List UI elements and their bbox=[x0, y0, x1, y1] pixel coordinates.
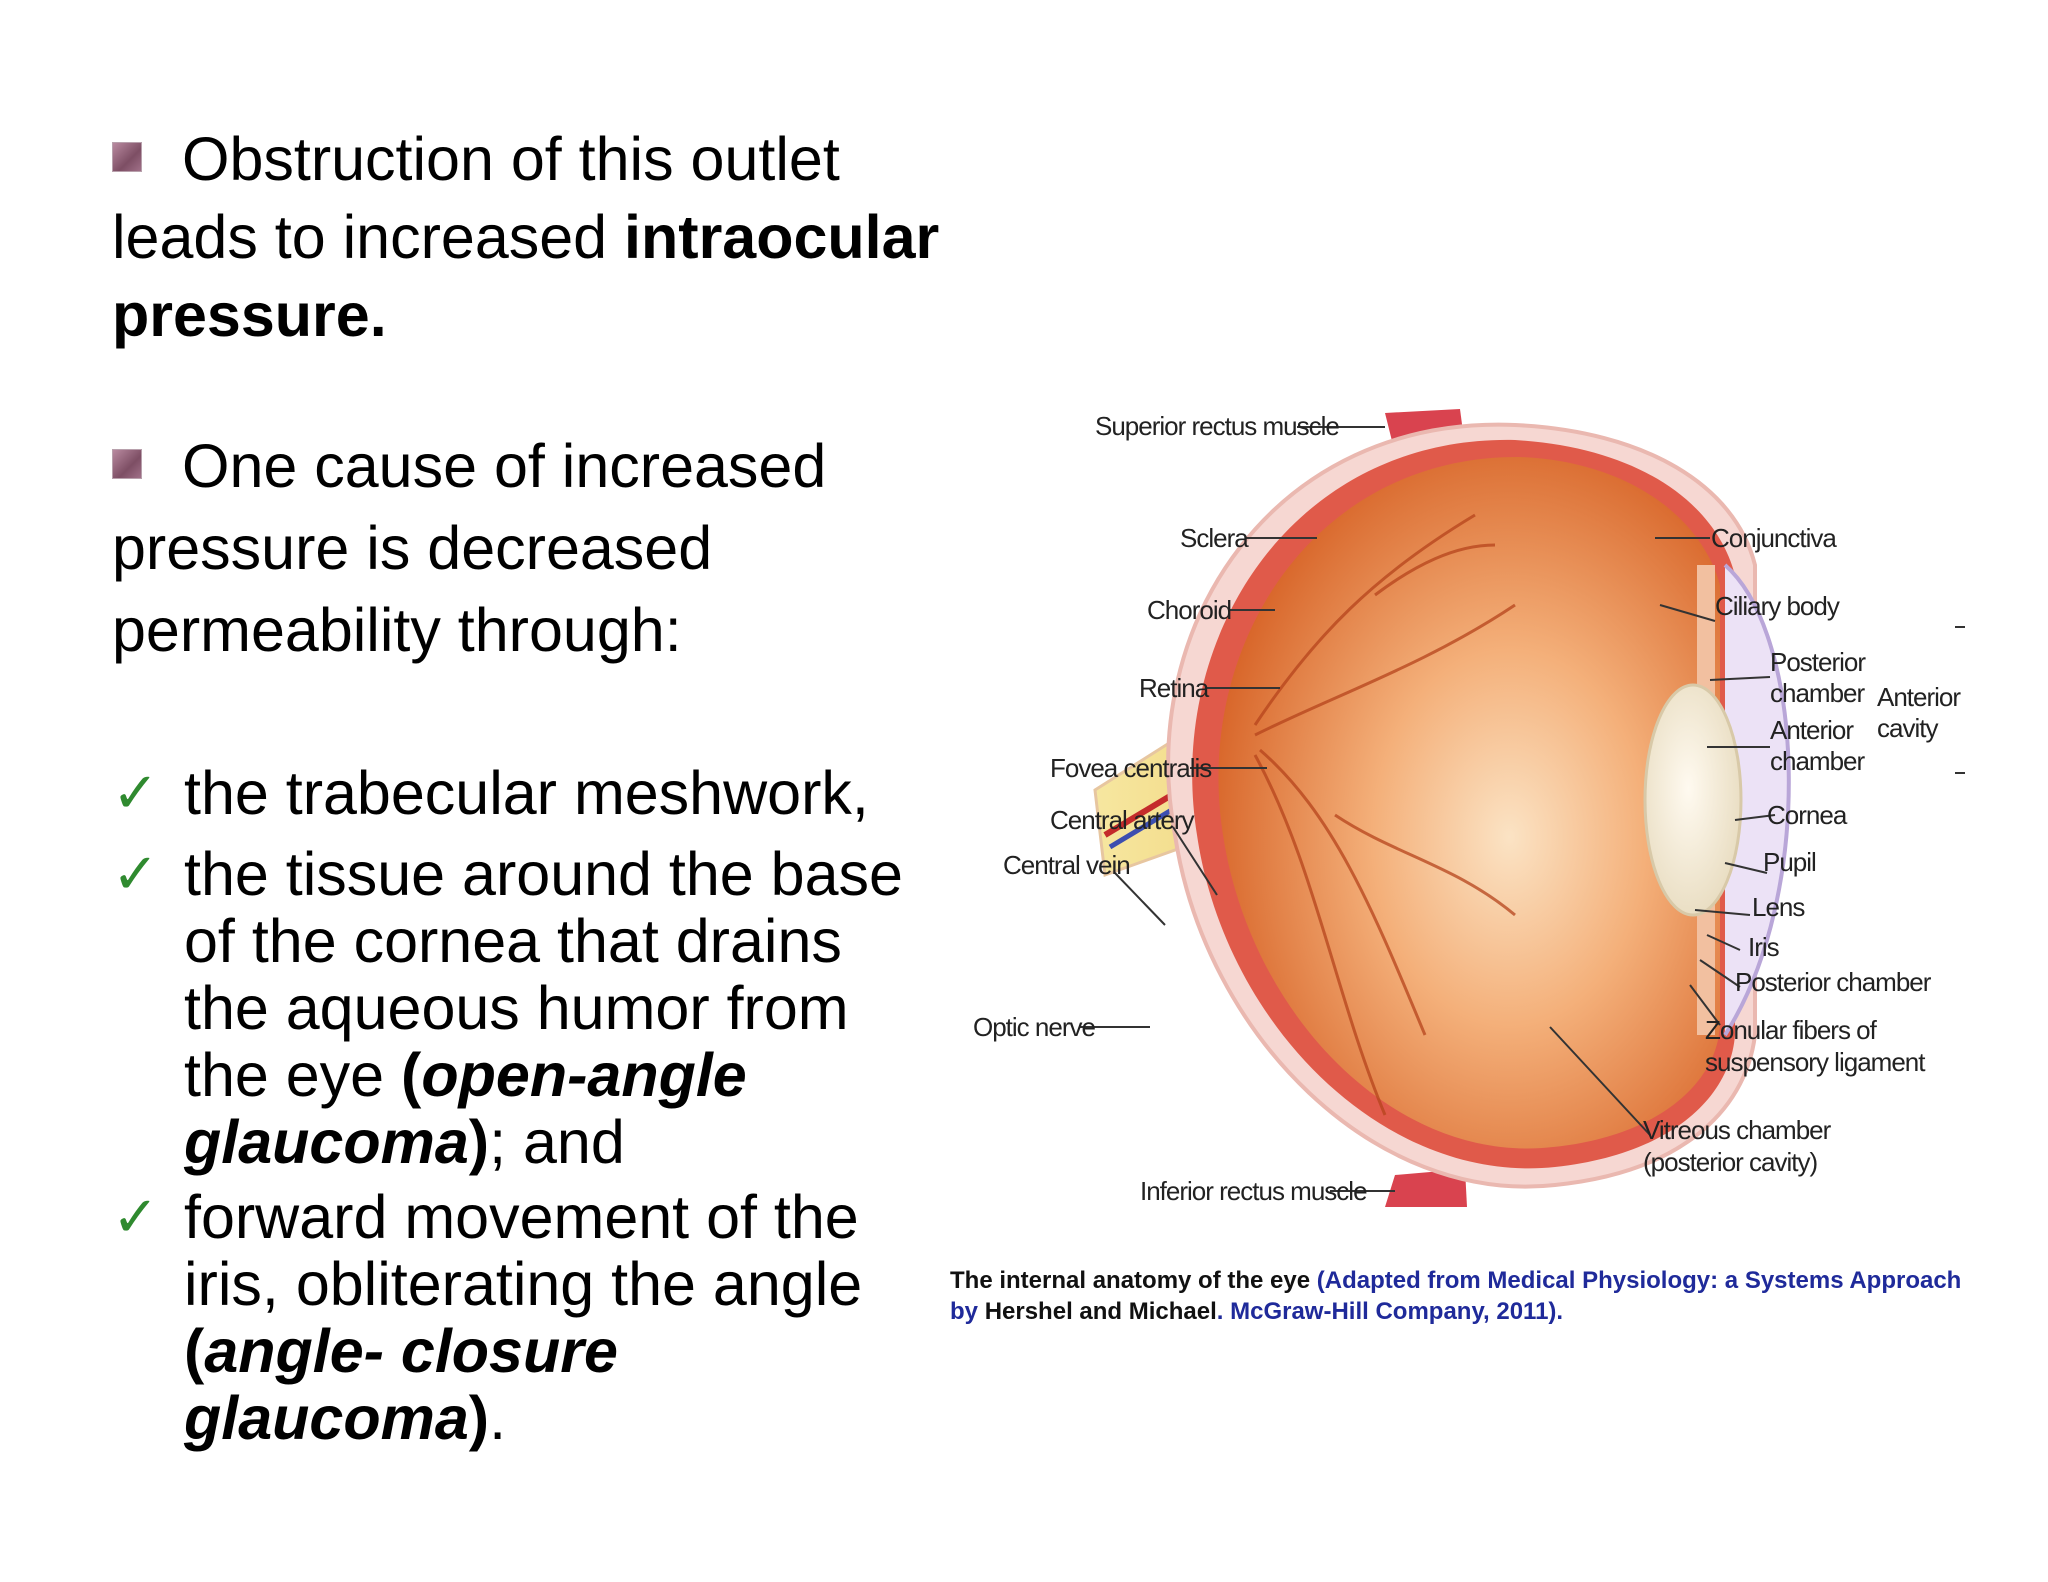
p2-line1: One cause of increased bbox=[182, 432, 827, 500]
bullet-paragraph-2: One cause of increased pressure is decre… bbox=[112, 425, 826, 671]
checklist-item-1: ✓ the trabecular meshwork, bbox=[112, 760, 992, 827]
checkmark-icon: ✓ bbox=[112, 1185, 159, 1250]
label-anterior-chamber-1: Anterior bbox=[1770, 715, 1854, 745]
item3-line3: (angle- closure bbox=[184, 1318, 992, 1385]
label-optic-nerve: Optic nerve bbox=[973, 1012, 1096, 1042]
retinal-vessels bbox=[1253, 513, 1516, 1116]
caption-title: The internal anatomy of the eye bbox=[950, 1267, 1317, 1294]
open-angle-term: open-angle bbox=[421, 1041, 747, 1109]
label-conjunctiva: Conjunctiva bbox=[1711, 523, 1837, 553]
label-pupil: Pupil bbox=[1763, 847, 1817, 877]
paren-close: ) bbox=[468, 1108, 490, 1176]
label-anterior-cavity-2: cavity bbox=[1877, 713, 1938, 743]
label-central-artery: Central artery bbox=[1050, 805, 1194, 835]
item1-text: the trabecular meshwork, bbox=[184, 759, 869, 827]
cornea bbox=[1723, 563, 1791, 1037]
angle-closure-term: angle- closure bbox=[204, 1317, 618, 1385]
label-sclera: Sclera bbox=[1180, 523, 1249, 553]
vitreous-chamber bbox=[1218, 456, 1720, 1149]
label-choroid: Choroid bbox=[1147, 595, 1232, 625]
label-fovea-centralis: Fovea centralis bbox=[1050, 753, 1212, 783]
p1-bold-pressure: pressure. bbox=[112, 281, 387, 349]
label-zonular-fibers-1: Zonular fibers of bbox=[1705, 1015, 1877, 1045]
paren-open: ( bbox=[401, 1041, 422, 1109]
paren-open: ( bbox=[184, 1317, 205, 1385]
item2-l4-plain: the eye bbox=[184, 1041, 402, 1109]
item3-tail: . bbox=[489, 1384, 507, 1452]
caption-source: (Adapted from Medical Physiology: a Syst… bbox=[950, 1267, 1962, 1325]
checklist-item-3: ✓ forward movement of the iris, oblitera… bbox=[112, 1184, 992, 1452]
label-vitreous-chamber-1: Vitreous chamber bbox=[1643, 1115, 1831, 1145]
paren-close: ) bbox=[468, 1384, 490, 1452]
label-cornea: Cornea bbox=[1767, 800, 1847, 830]
caption-publisher: . McGraw-Hill Company, 2011). bbox=[1216, 1298, 1564, 1325]
p2-line2: pressure is decreased bbox=[112, 514, 713, 582]
p1-line1: Obstruction of this outlet bbox=[182, 125, 840, 193]
item2-line4: the eye (open-angle bbox=[184, 1042, 992, 1109]
p2-line3: permeability through: bbox=[112, 596, 682, 664]
label-zonular-fibers-2: suspensory ligament bbox=[1705, 1047, 1925, 1077]
figure-caption: The internal anatomy of the eye (Adapted… bbox=[950, 1265, 1990, 1327]
caption-authors: Hershel and Michael bbox=[984, 1298, 1217, 1325]
checkmark-icon: ✓ bbox=[112, 761, 159, 826]
leader-lines bbox=[1080, 426, 1965, 1192]
label-anterior-chamber-2: chamber bbox=[1770, 746, 1865, 776]
p1-line2: leads to increased bbox=[112, 203, 625, 271]
item2-line2: of the cornea that drains bbox=[184, 907, 842, 975]
glaucoma-term: glaucoma bbox=[184, 1384, 469, 1452]
label-retina: Retina bbox=[1139, 673, 1209, 703]
label-posterior-chamber-2: chamber bbox=[1770, 678, 1865, 708]
item2-line3: the aqueous humor from bbox=[184, 974, 849, 1042]
item3-line4: glaucoma). bbox=[184, 1385, 992, 1452]
label-lens: Lens bbox=[1752, 892, 1805, 922]
glaucoma-term: glaucoma bbox=[184, 1108, 469, 1176]
label-inferior-rectus: Inferior rectus muscle bbox=[1140, 1176, 1368, 1206]
label-central-vein: Central vein bbox=[1003, 850, 1131, 880]
label-ciliary-body: Ciliary body bbox=[1715, 591, 1840, 621]
square-bullet-icon bbox=[112, 142, 142, 172]
checkmark-icon: ✓ bbox=[112, 842, 159, 907]
item2-tail: ; and bbox=[489, 1108, 625, 1176]
checklist-item-2: ✓ the tissue around the base of the corn… bbox=[112, 841, 992, 1176]
label-superior-rectus: Superior rectus muscle bbox=[1095, 411, 1340, 441]
label-anterior-cavity-1: Anterior bbox=[1877, 682, 1961, 712]
lens bbox=[1643, 683, 1743, 917]
item2-line5: glaucoma); and bbox=[184, 1109, 992, 1176]
checklist: ✓ the trabecular meshwork, ✓ the tissue … bbox=[112, 760, 992, 1452]
square-bullet-icon bbox=[112, 449, 142, 479]
label-iris: Iris bbox=[1748, 932, 1780, 962]
bullet-paragraph-1: Obstruction of this outlet leads to incr… bbox=[112, 120, 939, 354]
item2-line1: the tissue around the base bbox=[184, 840, 903, 908]
eye-anatomy-diagram bbox=[1080, 409, 1965, 1207]
label-posterior-chamber: Posterior chamber bbox=[1735, 967, 1931, 997]
label-vitreous-chamber-2: (posterior cavity) bbox=[1643, 1147, 1818, 1177]
eye-anatomy-figure: Superior rectus muscle Sclera Choroid Re… bbox=[955, 395, 1975, 1225]
label-posterior-chamber-1: Posterior bbox=[1770, 647, 1866, 677]
inferior-rectus-muscle bbox=[1385, 1169, 1467, 1207]
item3-line2: iris, obliterating the angle bbox=[184, 1250, 863, 1318]
item3-line1: forward movement of the bbox=[184, 1183, 859, 1251]
p1-bold-intraocular: intraocular bbox=[624, 203, 940, 271]
